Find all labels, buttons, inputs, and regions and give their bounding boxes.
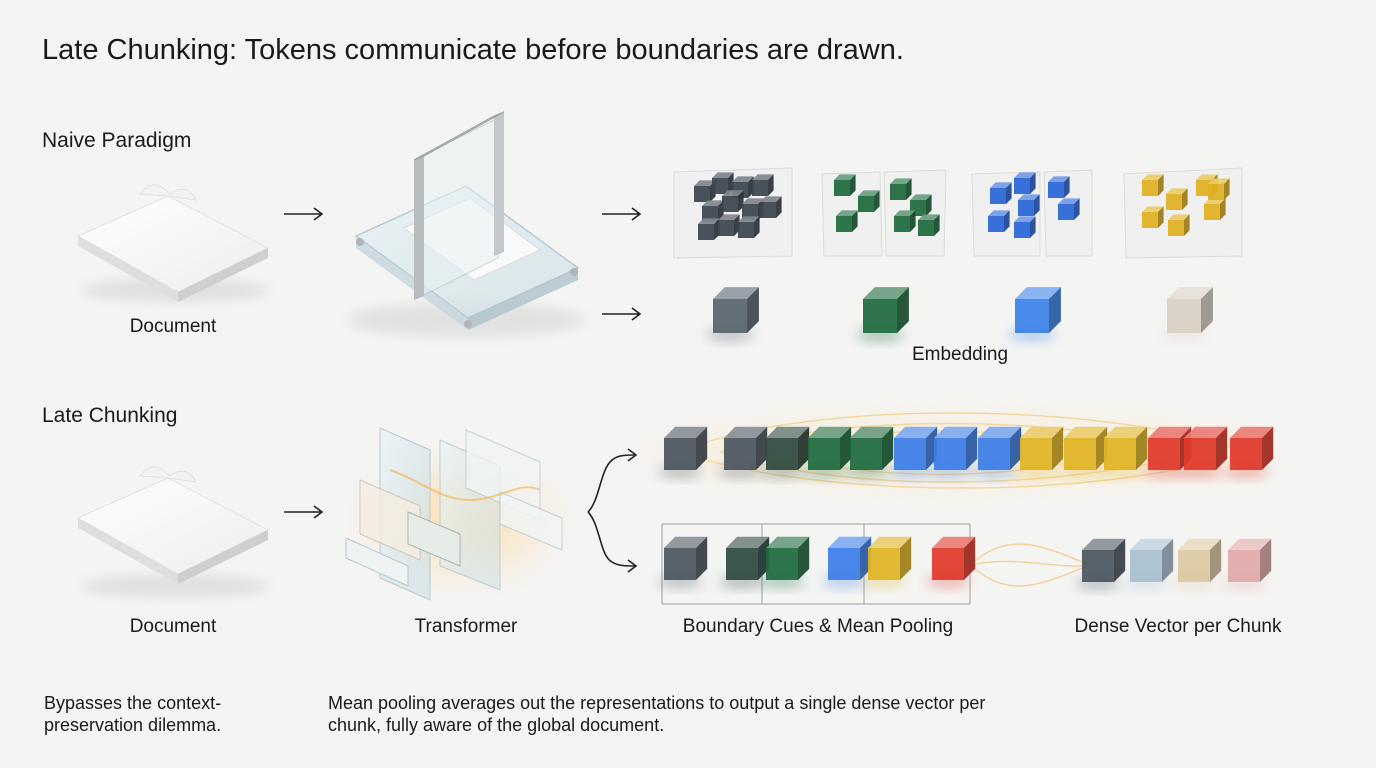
token-cube <box>1177 426 1228 478</box>
chunk-token-cube <box>1142 174 1164 196</box>
note-right: Mean pooling averages out the representa… <box>328 693 986 735</box>
naive-heading: Naive Paradigm <box>42 129 192 152</box>
embedding-cube <box>856 287 909 342</box>
token-cube <box>971 426 1022 478</box>
chunk-token-cube <box>1142 206 1164 228</box>
naive-chunk-cubes <box>694 172 1230 240</box>
token-cube <box>1223 426 1274 478</box>
embedding-cube <box>706 287 759 342</box>
chunk-token-cube <box>890 178 912 200</box>
chunk-token-cube <box>894 210 916 232</box>
chunk-token-cube <box>1208 178 1230 200</box>
chunk-token-cube <box>1018 194 1040 216</box>
chunk-token-cube <box>1058 198 1080 220</box>
late-document-icon <box>76 466 270 598</box>
naive-embeddings <box>706 287 1213 342</box>
chunk-token-cube <box>1048 176 1070 198</box>
transformer-icon <box>345 427 572 601</box>
embedding-label: Embedding <box>911 344 1009 365</box>
embedding-cube <box>1008 287 1061 342</box>
chunk-token-cube <box>1166 188 1188 210</box>
chunk-token-cube <box>990 182 1012 204</box>
dense-vector-cube <box>1123 538 1174 590</box>
late-heading: Late Chunking <box>42 404 178 427</box>
arrow-icons <box>284 207 642 573</box>
token-cube <box>801 426 852 478</box>
chunk-token-cube <box>910 194 932 216</box>
chunk-token-cube <box>1168 214 1190 236</box>
dense-vector-cube <box>1221 538 1272 590</box>
late-document-label: Document <box>129 616 217 637</box>
token-cube <box>759 426 810 478</box>
chunk-token-cube <box>836 210 858 232</box>
chunk-token-cube <box>722 190 744 212</box>
transformer-label: Transformer <box>414 616 518 637</box>
token-cube <box>927 426 978 478</box>
naive-document-label: Document <box>129 316 217 337</box>
chunk-token-cube <box>698 218 720 240</box>
chunk-token-cube <box>760 196 782 218</box>
chunk-token-cube <box>918 214 940 236</box>
pooled-token-cube <box>719 536 770 588</box>
pooled-token-cube <box>925 536 976 588</box>
chunk-token-cube <box>738 216 760 238</box>
chunk-token-cube <box>1014 172 1036 194</box>
chunk-token-cube <box>718 214 740 236</box>
pooled-token-cube <box>861 536 912 588</box>
pooled-token-cube <box>657 536 708 588</box>
chunk-token-cube <box>712 172 734 194</box>
chunk-boundaries <box>661 523 971 605</box>
dense-vectors <box>1075 538 1272 590</box>
embedding-cube <box>1160 287 1213 342</box>
token-cube <box>1013 426 1064 478</box>
token-cube <box>1057 426 1108 478</box>
chunk-token-cube <box>694 180 716 202</box>
dense-vector-label: Dense Vector per Chunk <box>1074 616 1282 637</box>
pooled-tokens <box>657 536 976 588</box>
chunk-token-cube <box>752 174 774 196</box>
chunk-token-cube <box>988 210 1010 232</box>
naive-document-icon <box>76 184 270 302</box>
pooled-token-cube <box>821 536 872 588</box>
note-left: Bypasses the context-preservation dilemm… <box>44 693 222 735</box>
token-cube <box>717 426 768 478</box>
token-cube <box>843 426 894 478</box>
token-embeddings <box>657 426 1274 478</box>
dense-vector-cube <box>1075 538 1126 590</box>
pooling-label: Boundary Cues & Mean Pooling <box>682 616 954 637</box>
chunking-press-icon <box>346 111 586 338</box>
token-cube <box>1097 426 1148 478</box>
page-title: Late Chunking: Tokens communicate before… <box>42 34 904 66</box>
chunk-token-cube <box>858 190 880 212</box>
dense-vector-cube <box>1171 538 1222 590</box>
token-cube <box>657 426 708 478</box>
chunk-token-cube <box>1014 216 1036 238</box>
chunk-token-cube <box>1204 198 1226 220</box>
pooled-token-cube <box>759 536 810 588</box>
chunk-token-cube <box>834 174 856 196</box>
